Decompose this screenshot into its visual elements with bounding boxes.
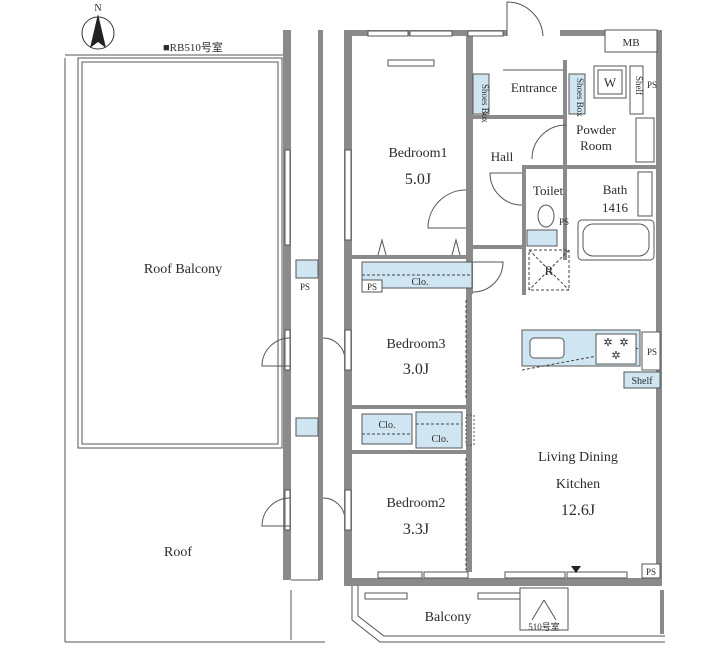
ps-left-small-label: PS <box>367 282 377 292</box>
powder-room-label-1: Powder <box>576 122 616 137</box>
toilet-icon <box>537 204 555 228</box>
powder-room-door[interactable] <box>531 124 567 160</box>
neighbor-unit-label: 510号室 <box>528 621 560 632</box>
stove-icon <box>595 333 637 365</box>
balcony-area <box>351 586 665 643</box>
ps-top-label: PS <box>647 80 657 90</box>
kitchen-counter: ✲ ✲ ✲ PS Shelf <box>521 329 661 389</box>
refrigerator-label: R <box>545 263 554 278</box>
bath-label: Bath <box>603 182 628 197</box>
bedroom1-size: 5.0J <box>405 171 431 188</box>
washer-label: W <box>604 75 617 90</box>
svg-text:✲: ✲ <box>603 337 612 349</box>
bathtub-icon <box>577 219 655 261</box>
sink-icon <box>529 337 565 359</box>
closet-2 <box>361 413 413 445</box>
roof-balcony-area <box>64 54 325 643</box>
refrigerator-space <box>528 249 570 291</box>
roof-balcony-label: Roof Balcony <box>144 262 222 277</box>
mb-box <box>604 29 658 53</box>
shoes-box-right-label: Shoes Box <box>575 78 585 117</box>
hall-door[interactable] <box>472 261 504 293</box>
entrance-label: Entrance <box>511 80 557 95</box>
toilet-door[interactable] <box>489 172 523 206</box>
ldk-size: 12.6J <box>561 502 595 519</box>
roof-label: Roof <box>164 545 192 560</box>
unit-header-label: ■RB510号室 <box>163 40 223 54</box>
ps-toilet-label: PS <box>559 217 569 227</box>
bath-size: 1416 <box>602 200 629 215</box>
ldk-label-1: Living Dining <box>538 450 618 465</box>
hall-label: Hall <box>491 149 514 164</box>
ps-mid-left-label: PS <box>300 282 310 292</box>
ps-bottom-label: PS <box>646 567 656 577</box>
balcony-label: Balcony <box>425 610 472 625</box>
shoes-box-right <box>568 73 586 115</box>
bedroom3-size: 3.0J <box>403 361 429 378</box>
entrance-door[interactable] <box>506 1 544 37</box>
shoes-box-left-label: Shoes Box <box>480 84 490 123</box>
north-compass-icon: N <box>81 3 115 50</box>
svg-text:✲: ✲ <box>611 350 620 362</box>
shelf-ps-label: Shelf <box>634 76 644 95</box>
shoes-box-left <box>472 73 490 115</box>
bedroom2-label: Bedroom2 <box>386 496 445 511</box>
powder-room-label-2: Room <box>580 138 612 153</box>
mb-label: MB <box>622 37 639 49</box>
neighbor-wall-strip: PS <box>261 30 346 640</box>
bedroom2-size: 3.3J <box>403 521 429 538</box>
toilet-label: Toilet <box>533 183 564 198</box>
ps-kitchen-label: PS <box>647 347 657 357</box>
washer-box <box>593 65 627 99</box>
ldk-label-2: Kitchen <box>556 477 600 492</box>
closet-3 <box>415 411 463 449</box>
bedroom1-label: Bedroom1 <box>388 146 447 161</box>
closet-1-label: Clo. <box>412 277 429 288</box>
svg-text:✲: ✲ <box>619 337 628 349</box>
bedroom3-label: Bedroom3 <box>386 337 445 352</box>
compass-north-label: N <box>94 3 101 14</box>
windows <box>344 30 628 579</box>
closet-3-label: Clo. <box>432 434 449 445</box>
entry-arrow-icon <box>571 566 581 573</box>
closet-2-label: Clo. <box>379 420 396 431</box>
bedroom1-door[interactable] <box>427 189 467 229</box>
shelf-kitchen-label: Shelf <box>631 376 653 387</box>
